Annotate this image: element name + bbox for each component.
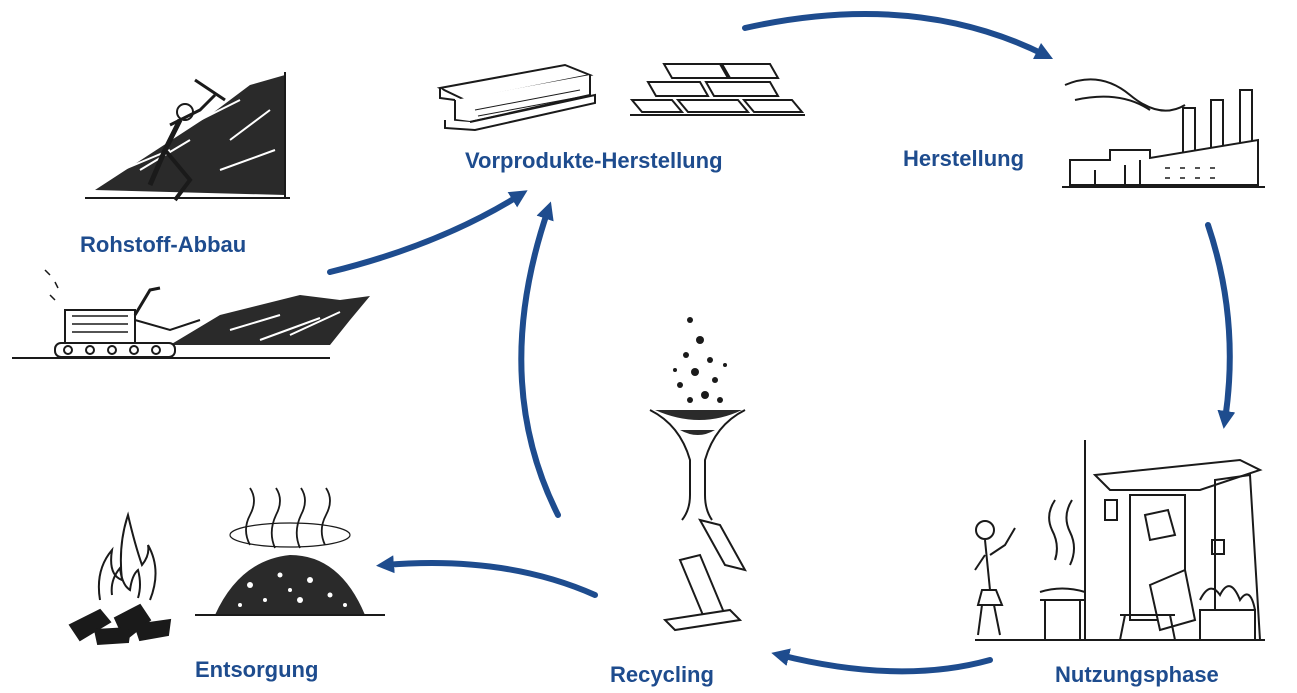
house-barbecue-icon — [974, 440, 1265, 641]
flow-arrows — [327, 11, 1236, 675]
stage-label-rohstoff: Rohstoff-Abbau — [80, 232, 247, 257]
arrow-recycling-to-entsorgung — [376, 555, 598, 598]
steel-beam-icon — [436, 63, 596, 132]
arrow-nutzung-to-recycling — [771, 648, 993, 675]
excavator-icon — [12, 269, 370, 359]
landfill-icon — [195, 487, 385, 616]
stage-label-recycling: Recycling — [610, 662, 714, 687]
stage-label-herstellung: Herstellung — [903, 146, 1025, 171]
factory-icon — [1062, 78, 1265, 188]
miner-icon — [85, 72, 290, 202]
arrow-recycling-to-vorprodukte — [518, 201, 561, 518]
arrow-vorprodukte-to-herstellung — [742, 11, 1054, 60]
stage-label-vorprodukte: Vorprodukte-Herstellung — [465, 148, 723, 173]
stage-label-nutzung: Nutzungsphase — [1055, 662, 1219, 687]
arrow-rohstoff-to-vorprodukte — [327, 190, 528, 275]
melting-funnel-icon — [649, 317, 747, 632]
ingots-icon — [629, 63, 805, 116]
stage-label-entsorgung: Entsorgung — [195, 657, 319, 682]
fire-icon — [68, 511, 172, 646]
arrow-herstellung-to-nutzung — [1205, 222, 1236, 429]
